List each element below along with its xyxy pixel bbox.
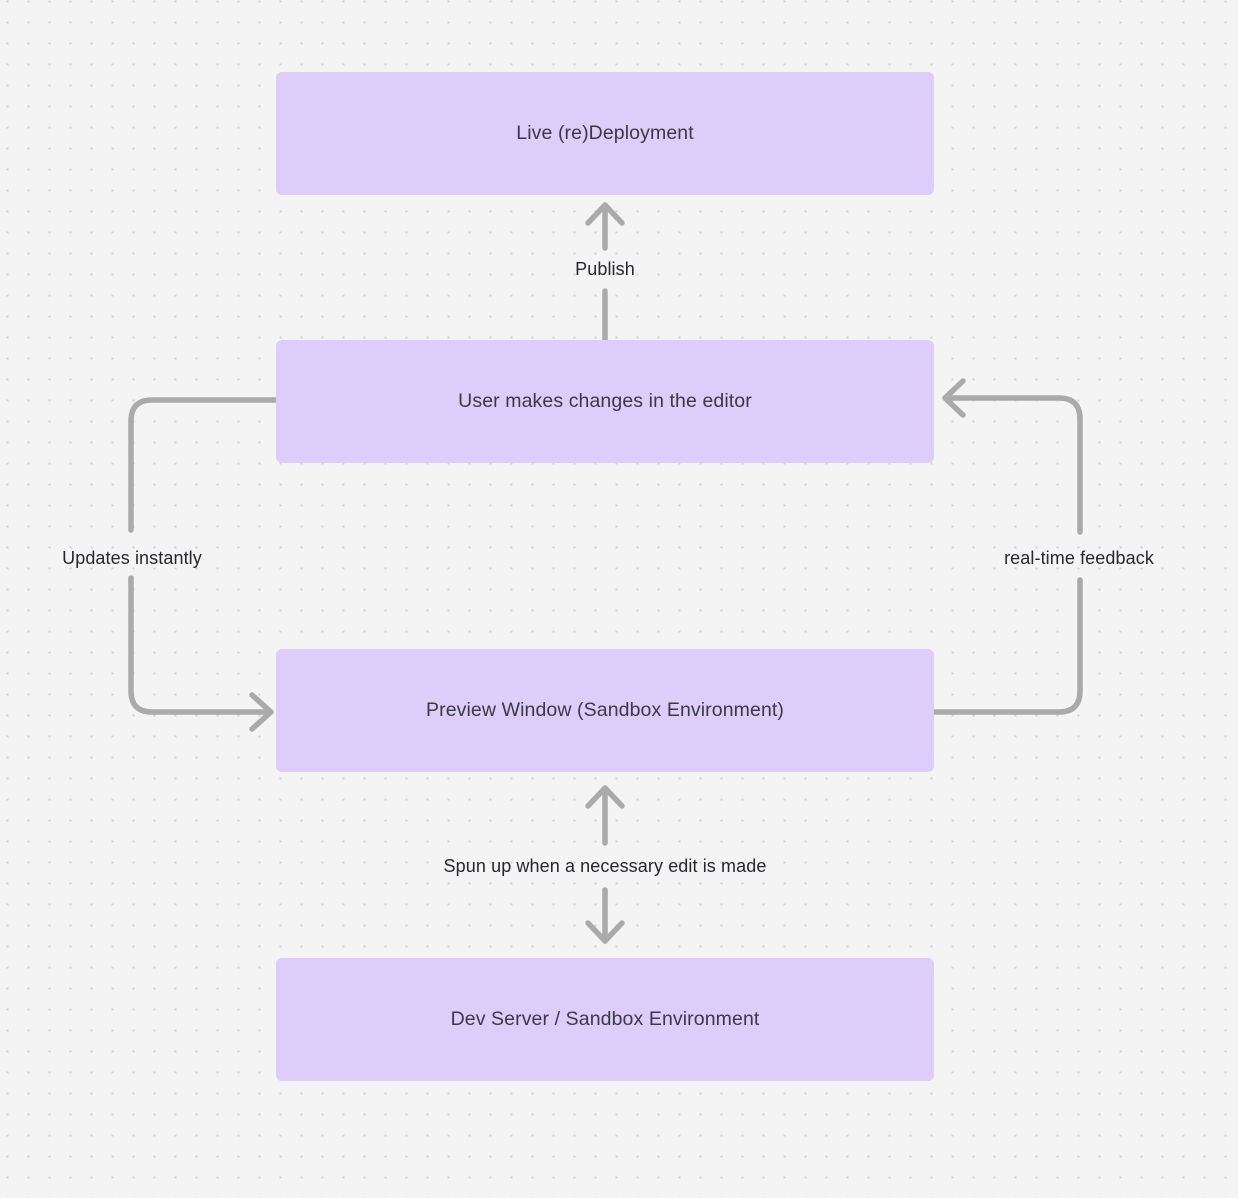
node-label: User makes changes in the editor [458,389,752,412]
edge-label-updates-instantly: Updates instantly [62,548,202,568]
node-label: Dev Server / Sandbox Environment [450,1007,760,1030]
node-live-redeployment[interactable]: Live (re)Deployment [276,72,934,195]
edge-label-publish: Publish [575,259,635,279]
node-user-makes-changes[interactable]: User makes changes in the editor [276,340,934,463]
edge-label-real-time-feedback: real-time feedback [1004,548,1154,568]
node-dev-server[interactable]: Dev Server / Sandbox Environment [276,958,934,1081]
node-label: Preview Window (Sandbox Environment) [426,698,784,721]
edge-real-time-feedback [931,378,1083,715]
node-label: Live (re)Deployment [516,121,694,144]
node-preview-window[interactable]: Preview Window (Sandbox Environment) [276,649,934,772]
edge-label-spun-up: Spun up when a necessary edit is made [443,856,767,876]
